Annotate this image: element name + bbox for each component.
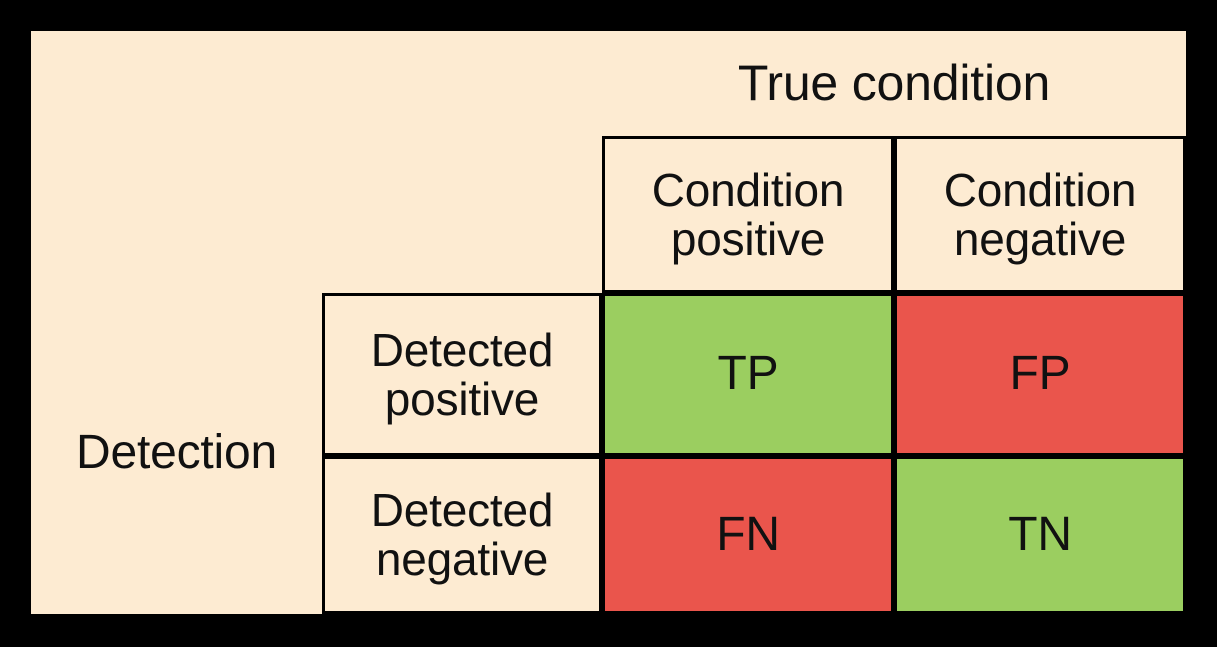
row-header-line1: Detected — [370, 323, 554, 376]
row-header-detected-negative: Detected negative — [322, 456, 602, 614]
column-header-line1: Condition — [651, 163, 845, 216]
row-header-line2: positive — [384, 372, 540, 425]
matrix-cell-false-positive: FP — [894, 293, 1186, 456]
column-header-line2: negative — [953, 212, 1127, 265]
matrix-cell-true-positive: TP — [602, 293, 894, 456]
column-header-line1: Condition — [943, 163, 1137, 216]
column-group-header: True condition — [737, 55, 1051, 111]
row-header-line2: negative — [375, 533, 549, 585]
matrix-cell-true-negative: TN — [894, 456, 1186, 614]
matrix-cell-false-negative: FN — [602, 456, 894, 614]
row-header-line1: Detected — [370, 484, 554, 537]
column-header-condition-negative: Condition negative — [894, 136, 1186, 293]
column-header-condition-positive: Condition positive — [602, 136, 894, 293]
row-group-header: Detection — [76, 426, 277, 480]
row-header-detected-positive: Detected positive — [322, 293, 602, 456]
column-header-line2: positive — [670, 212, 826, 265]
